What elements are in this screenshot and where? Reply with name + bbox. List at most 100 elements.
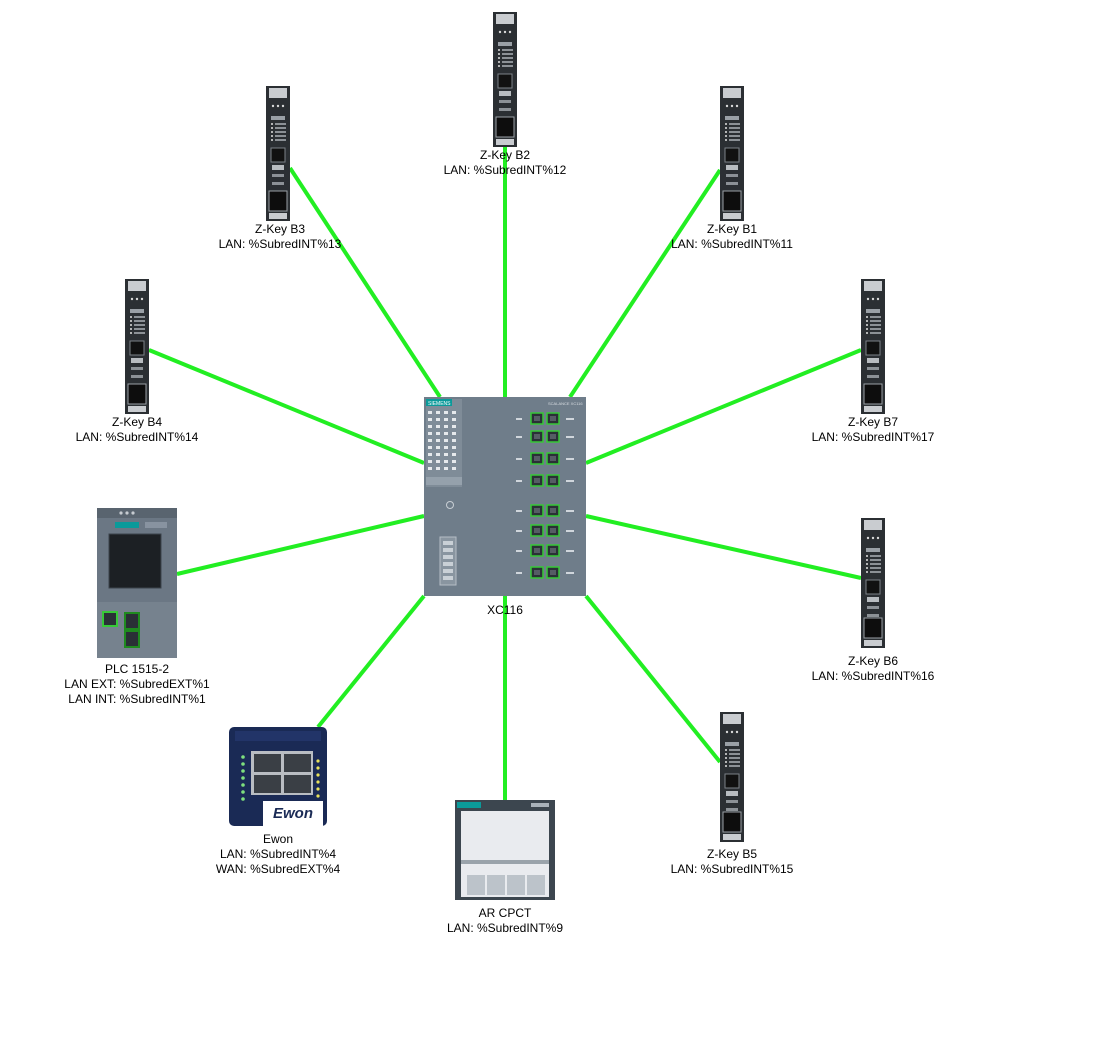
device-zkey-b4[interactable] xyxy=(125,279,149,414)
status-led-icon xyxy=(725,131,727,133)
switch-led-icon xyxy=(444,425,448,428)
switch-led-icon xyxy=(436,432,440,435)
plc-port-x2p2-icon[interactable] xyxy=(126,632,138,646)
switch-led-icon xyxy=(452,439,456,442)
device-address: LAN EXT: %SubredEXT%1 xyxy=(64,677,210,691)
port-label xyxy=(566,436,574,438)
device-address: LAN: %SubredINT%16 xyxy=(811,669,935,683)
led-label xyxy=(729,749,740,751)
hmi-function-key[interactable] xyxy=(507,875,525,895)
zkey-bottom-terminal xyxy=(269,213,287,219)
device-zkey-b2[interactable] xyxy=(493,12,517,147)
device-zkey-b5[interactable] xyxy=(720,712,744,842)
device-name: Z-Key B1 xyxy=(706,222,757,236)
device-name: Z-Key B2 xyxy=(479,148,531,162)
led-label xyxy=(870,324,881,326)
link-plc-1515[interactable] xyxy=(176,514,425,576)
siemens-logo xyxy=(457,802,481,808)
switch-led-icon xyxy=(436,453,440,456)
link-zkey-b6[interactable] xyxy=(585,514,862,580)
port-socket xyxy=(550,478,556,483)
zkey-brand-strip xyxy=(866,548,880,552)
switch-led-icon xyxy=(444,467,448,470)
switch-led-icon xyxy=(428,432,432,435)
hmi-function-key[interactable] xyxy=(527,875,545,895)
ewon-led-icon xyxy=(316,759,320,763)
status-led-icon xyxy=(498,61,500,63)
zkey-top-terminal xyxy=(128,281,146,291)
switch-led-icon xyxy=(428,460,432,463)
device-ewon[interactable]: Ewon xyxy=(229,727,327,826)
link-zkey-b4[interactable] xyxy=(148,348,425,465)
led-label xyxy=(729,139,740,141)
device-name: PLC 1515-2 xyxy=(104,662,170,676)
port-label xyxy=(516,436,522,438)
switch-led-icon xyxy=(452,418,456,421)
port-label xyxy=(516,480,522,482)
port-socket xyxy=(534,548,540,553)
ewon-ethernet-port-icon[interactable] xyxy=(284,754,311,772)
ewon-led-icon xyxy=(316,766,320,770)
device-plc-1515[interactable] xyxy=(97,508,177,658)
link-zkey-b1[interactable] xyxy=(568,168,722,399)
ewon-logo: Ewon xyxy=(273,805,313,822)
link-zkey-b5[interactable] xyxy=(584,594,722,764)
ethernet-port-icon xyxy=(270,147,286,163)
terminal-dot xyxy=(140,297,144,301)
hmi-function-key[interactable] xyxy=(487,875,505,895)
device-zkey-b3[interactable] xyxy=(266,86,290,221)
zkey-bottom-connector xyxy=(863,617,883,639)
zkey-bottom-terminal xyxy=(723,213,741,219)
terminal-dot xyxy=(876,297,880,301)
zkey-bottom-terminal xyxy=(128,406,146,412)
plc-port-x2p1-icon[interactable] xyxy=(126,614,138,628)
zkey-brand-strip xyxy=(130,309,144,313)
device-ar-cpct[interactable] xyxy=(455,800,555,900)
port-socket xyxy=(534,434,540,439)
device-address: LAN: %SubredINT%14 xyxy=(75,430,199,444)
ewon-ethernet-port-icon[interactable] xyxy=(254,775,281,793)
led-label xyxy=(275,127,286,129)
device-zkey-b7[interactable] xyxy=(861,279,885,414)
terminal-pin xyxy=(443,548,453,552)
switch-led-icon xyxy=(452,425,456,428)
device-zkey-b1[interactable] xyxy=(720,86,744,221)
zkey-bottom-connector xyxy=(722,811,742,833)
hmi-function-key[interactable] xyxy=(467,875,485,895)
status-led-icon xyxy=(866,571,868,573)
status-led-icon xyxy=(130,324,132,326)
link-zkey-b7[interactable] xyxy=(585,348,862,465)
terminal-dot xyxy=(866,536,870,540)
led-label xyxy=(870,320,881,322)
device-zkey-b6[interactable] xyxy=(861,518,885,648)
switch-led-icon xyxy=(436,446,440,449)
zkey-bottom-terminal xyxy=(864,406,882,412)
terminal-dot xyxy=(866,297,870,301)
terminal-pin xyxy=(443,576,453,580)
ewon-led-icon xyxy=(241,755,245,759)
status-led-icon xyxy=(866,555,868,557)
device-name: Z-Key B3 xyxy=(254,222,306,236)
switch-led-icon xyxy=(452,453,456,456)
link-zkey-b3[interactable] xyxy=(288,166,442,399)
plc-port-x1-icon[interactable] xyxy=(102,611,118,627)
switch-led-icon xyxy=(428,453,432,456)
zkey-brand-strip xyxy=(725,116,739,120)
link-ewon[interactable] xyxy=(316,594,426,729)
status-led-icon xyxy=(271,131,273,133)
ewon-ethernet-port-icon[interactable] xyxy=(254,754,281,772)
terminal-dot xyxy=(130,297,134,301)
terminal-dot xyxy=(871,297,875,301)
reset-button-icon[interactable] xyxy=(446,501,454,509)
switch-led-icon xyxy=(436,439,440,442)
ewon-ethernet-port-icon[interactable] xyxy=(284,775,311,793)
label-xc116: XC116 xyxy=(487,603,523,618)
status-led-icon xyxy=(866,567,868,569)
led-label xyxy=(729,123,740,125)
device-name: Z-Key B6 xyxy=(847,654,899,668)
